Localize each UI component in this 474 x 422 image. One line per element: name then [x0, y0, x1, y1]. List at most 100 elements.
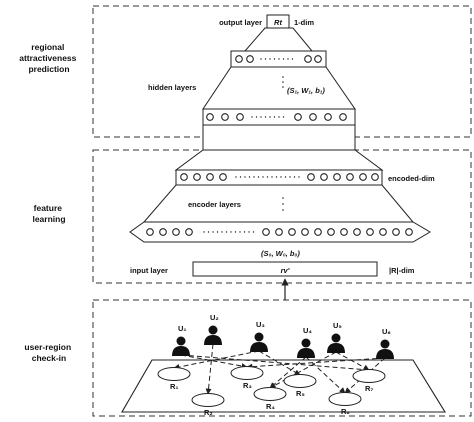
- checkin-section-frame: [92, 299, 472, 417]
- hidden-bottom-node: [339, 113, 347, 121]
- encoder-layers-label: encoder layers: [188, 200, 241, 209]
- user-head-icon: [331, 333, 341, 343]
- hidden-top-node: [304, 55, 312, 63]
- region-ellipse: [283, 374, 317, 388]
- encoded-ellipsis: [257, 176, 260, 178]
- user-head-icon: [176, 336, 186, 346]
- encoded-ellipsis: [298, 176, 300, 178]
- encoded-ellipsis: [280, 176, 282, 178]
- checkin-link: [246, 357, 386, 370]
- encoded-node: [193, 173, 201, 181]
- hidden-top-ellipsis: [291, 58, 294, 60]
- region-label: R₅: [296, 389, 305, 398]
- encoder-bottom-ellipsis: [212, 231, 214, 233]
- input-layer-label: input layer: [130, 266, 168, 275]
- output-node-label: Rt: [274, 18, 282, 27]
- encoded-node: [320, 173, 328, 181]
- encoder-bottom-ellipsis: [239, 231, 241, 233]
- region-label: R₃: [243, 381, 252, 390]
- encoded-dim-label: encoded-dim: [388, 174, 435, 183]
- encoder-bottom-node: [405, 228, 413, 236]
- checkin-link: [173, 350, 260, 370]
- encoded-ellipsis: [235, 176, 237, 178]
- encoder-bottom-ellipsis: [248, 231, 250, 233]
- encoder-bottom-node: [379, 228, 387, 236]
- encoded-ellipsis: [271, 176, 273, 178]
- user-head-icon: [254, 332, 264, 342]
- encoded-node: [346, 173, 354, 181]
- encoded-trapezoid: [174, 149, 384, 171]
- hidden-bottom-node: [294, 113, 302, 121]
- hidden-bottom-node: [221, 113, 229, 121]
- encoder-bottom-node: [275, 228, 283, 236]
- hidden-bottom-node: [236, 113, 244, 121]
- hidden-bottom-ellipsis: [273, 116, 276, 118]
- region-label: R₁: [170, 382, 179, 391]
- region-ellipse: [191, 393, 225, 407]
- output-trapezoid: [243, 27, 314, 52]
- encoder-bottom-node: [172, 228, 180, 236]
- user-body-icon: [297, 348, 315, 358]
- user-label: U₄: [303, 326, 312, 335]
- encoder-params-label: (S₀, W₀, b₀): [261, 249, 300, 258]
- hidden-params-label: (S₁, W₁, b₁): [287, 86, 325, 95]
- region-ellipse: [253, 387, 287, 401]
- encoded-node: [307, 173, 315, 181]
- checkin-link: [180, 354, 248, 369]
- section-label-checkin: user-region check-in: [24, 342, 73, 363]
- encoder-bottom-ellipsis: [216, 231, 219, 233]
- encoder-bottom-ellipsis: [230, 231, 232, 233]
- hidden-bottom-node: [206, 113, 214, 121]
- encoder-bottom-ellipsis: [252, 231, 255, 233]
- region-ellipse: [157, 367, 191, 381]
- encoder-trapezoid: [142, 184, 415, 223]
- region-ellipse: [352, 369, 386, 383]
- hidden-top-node: [314, 55, 322, 63]
- encoder-bottom-node: [185, 228, 193, 236]
- user-body-icon: [172, 346, 190, 356]
- hidden-vertical-dots: [282, 76, 284, 88]
- section-label-prediction: regional attractiveness prediction: [19, 42, 79, 74]
- encoder-bottom-ellipsis: [234, 231, 237, 233]
- user-label: U₂: [210, 313, 219, 322]
- region-label: R₇: [365, 384, 373, 393]
- hidden-bottom-node: [324, 113, 332, 121]
- encoded-node: [219, 173, 227, 181]
- encoded-node: [371, 173, 379, 181]
- user-body-icon: [250, 342, 268, 352]
- encoder-bottom-node: [353, 228, 361, 236]
- user-label: U₅: [333, 321, 342, 330]
- hidden-top-ellipsis: [282, 58, 285, 60]
- output-layer-label: output layer: [219, 18, 262, 27]
- user-label: U₃: [256, 320, 265, 329]
- hidden-bottom-node: [309, 113, 317, 121]
- encoder-bottom-node: [327, 228, 335, 236]
- hidden-bottom-ellipsis: [251, 116, 253, 118]
- encoder-bottom-node: [392, 228, 400, 236]
- encoded-ellipsis: [284, 176, 287, 178]
- encoded-node: [333, 173, 341, 181]
- checkin-link: [205, 343, 214, 395]
- encoder-bottom-node: [340, 228, 348, 236]
- decoder-trapezoid: [202, 124, 356, 151]
- region-label: R₄: [266, 402, 275, 411]
- hidden-top-ellipsis: [273, 58, 276, 60]
- user-body-icon: [376, 349, 394, 359]
- section-label-feature: feature learning: [32, 203, 65, 224]
- encoded-ellipsis: [262, 176, 264, 178]
- prediction-section-frame: [92, 5, 472, 138]
- encoded-ellipsis: [248, 176, 251, 178]
- encoder-bottom-node: [159, 228, 167, 236]
- output-dim-label: 1-dim: [294, 18, 314, 27]
- encoder-bottom-node: [262, 228, 270, 236]
- user-head-icon: [208, 325, 218, 335]
- hidden-bottom-ellipsis: [264, 116, 267, 118]
- input-dim-label: |R|-dim: [389, 266, 415, 275]
- user-head-icon: [301, 338, 311, 348]
- hidden-bottom-ellipsis: [260, 116, 262, 118]
- input-vector-label: rv': [281, 266, 290, 275]
- hidden-top-ellipsis: [269, 58, 271, 60]
- encoded-ellipsis: [266, 176, 269, 178]
- region-label: R₂: [204, 408, 213, 417]
